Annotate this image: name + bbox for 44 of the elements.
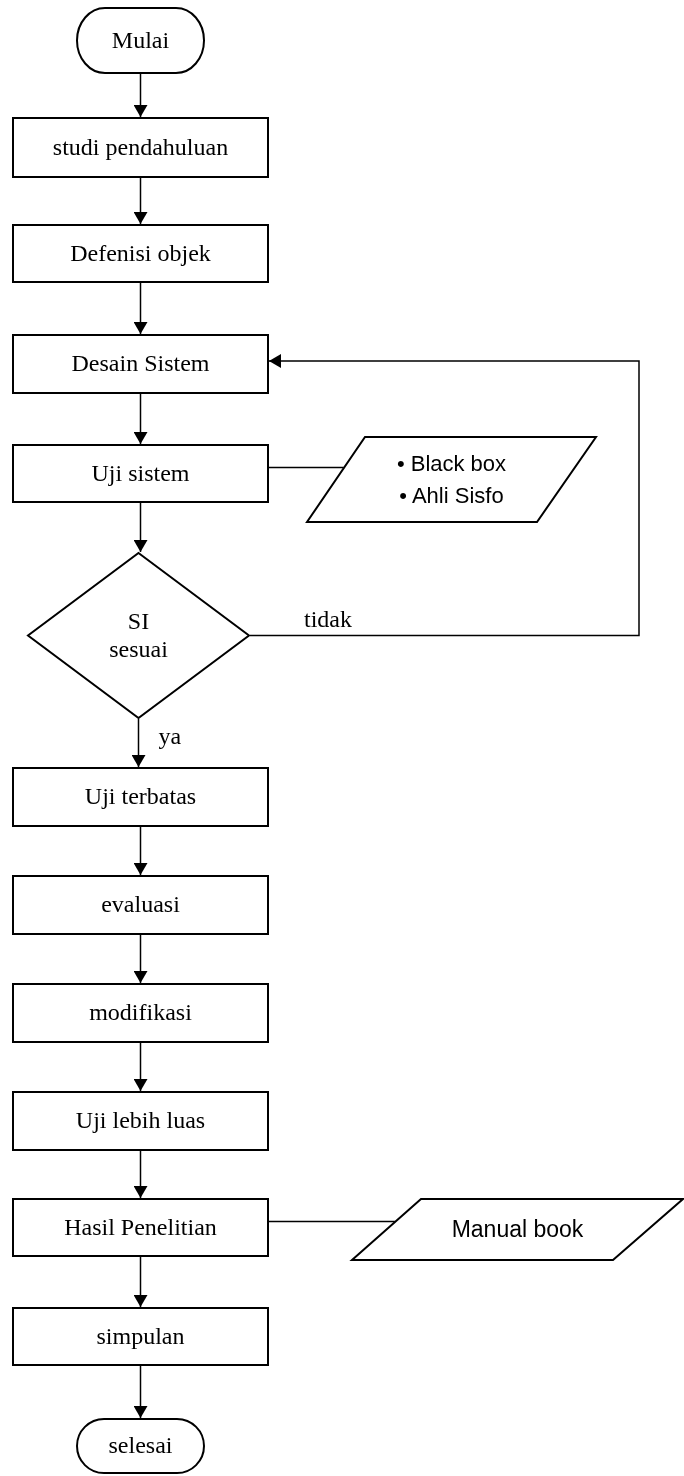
arrow xyxy=(133,393,148,445)
node-label: Mulai xyxy=(111,26,170,55)
arrow xyxy=(133,73,148,118)
decision-diamond xyxy=(27,552,250,719)
arrow xyxy=(133,282,148,335)
node-label: Uji sistem xyxy=(91,459,190,488)
data-parallelogram xyxy=(351,1198,684,1261)
node-label: Manual book xyxy=(451,1216,584,1243)
process-box xyxy=(12,875,269,935)
arrow xyxy=(133,1042,148,1092)
arrow xyxy=(133,1256,148,1308)
node-label: Uji lebih luas xyxy=(75,1107,206,1135)
process-box xyxy=(12,1091,269,1151)
node-label: Defenisi objek xyxy=(70,239,211,268)
process-box xyxy=(12,224,269,283)
data-parallelogram xyxy=(306,436,597,523)
node-label: studi pendahuluan xyxy=(52,133,229,162)
terminator-shape xyxy=(76,7,205,74)
list-item: • Ahli Sisfo xyxy=(398,481,505,510)
process-box xyxy=(12,983,269,1043)
process-box xyxy=(12,767,269,827)
node-label: evaluasi xyxy=(101,891,180,919)
node-label: selesai xyxy=(108,1432,173,1460)
process-box xyxy=(12,444,269,503)
arrow xyxy=(133,502,148,553)
node-label: Hasil Penelitian xyxy=(64,1213,217,1242)
process-box xyxy=(12,334,269,394)
node-label: simpulan xyxy=(96,1322,185,1351)
arrow xyxy=(133,1150,148,1199)
node-label: Uji terbatas xyxy=(84,783,197,811)
arrow xyxy=(133,826,148,876)
arrow xyxy=(133,177,148,225)
arrow xyxy=(249,354,640,637)
terminator-shape xyxy=(76,1418,205,1474)
process-box xyxy=(12,1198,269,1257)
node-label: Desain Sistem xyxy=(71,350,210,378)
arrow xyxy=(133,1365,148,1419)
node-label: SI sesuai xyxy=(108,607,169,664)
process-box xyxy=(12,117,269,178)
process-box xyxy=(12,1307,269,1366)
list-item: • Black box xyxy=(396,449,507,478)
node-label: modifikasi xyxy=(89,999,192,1027)
arrow xyxy=(133,934,148,984)
arrow xyxy=(131,718,146,768)
